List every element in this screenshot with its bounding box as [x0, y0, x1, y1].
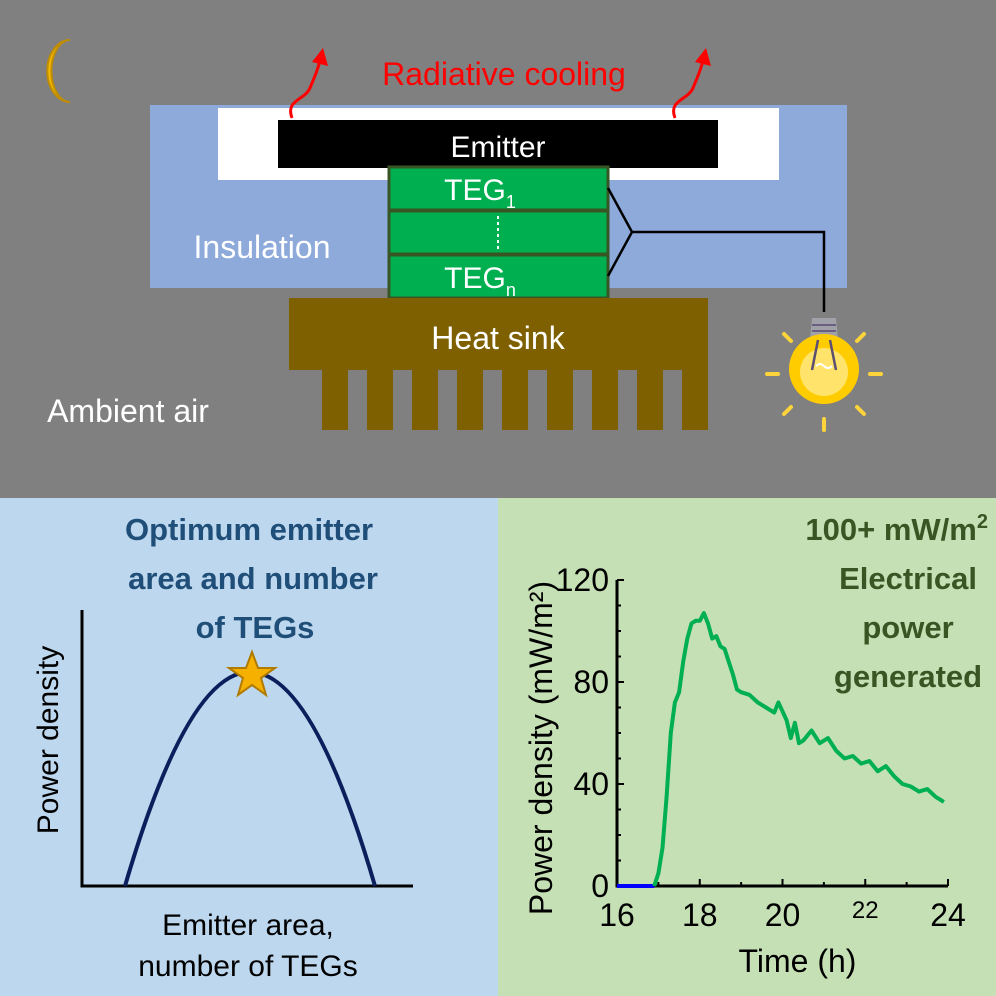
y-axis-label: Power density (mW/m²): [523, 581, 559, 915]
ambient-air-label: Ambient air: [47, 393, 209, 429]
radiative-cooling-label: Radiative cooling: [382, 56, 626, 92]
right-title-line: 100+ mW/m2: [805, 511, 988, 547]
left-xlabel-line: number of TEGs: [138, 950, 358, 983]
teg-n-label: TEGn: [444, 262, 516, 300]
y-tick-label: 80: [573, 664, 609, 700]
x-tick-label: 24: [930, 897, 966, 933]
x-tick-label: 20: [765, 897, 801, 933]
light-bulb-icon: [765, 318, 883, 432]
heat-sink: [289, 298, 708, 430]
teg-n: [387, 253, 610, 300]
series-line-power: [652, 611, 945, 887]
x-tick-label: 18: [682, 897, 718, 933]
left-title-line: of TEGs: [196, 610, 315, 645]
x-axis-label: Time (h): [739, 943, 857, 979]
right-title-line: generated: [834, 659, 982, 694]
y-tick-label: 120: [556, 562, 609, 598]
insulation-label: Insulation: [194, 229, 331, 265]
moon-icon: [46, 39, 71, 103]
arrow-head-icon: [695, 48, 711, 66]
right-title-line: Electrical: [839, 561, 977, 596]
teg-1-label: TEG1: [444, 174, 516, 212]
x-tick-label: 16: [599, 897, 635, 933]
cooling-arrow-left: [289, 59, 322, 119]
heat-sink-label: Heat sink: [431, 320, 565, 356]
left-axes: [80, 610, 413, 888]
left-ylabel: Power density: [32, 646, 65, 834]
optimum-star-icon: [225, 649, 279, 698]
left-title-line: Optimum emitter: [125, 512, 373, 547]
emitter: [278, 120, 718, 168]
arrow-head-icon: [312, 48, 328, 66]
emitter-label: Emitter: [450, 131, 545, 164]
y-tick-label: 40: [573, 766, 609, 802]
y-tick-label: 0: [591, 868, 609, 904]
wire: [606, 187, 826, 312]
right-title-line: power: [862, 610, 953, 645]
cooling-arrow-right: [672, 59, 705, 119]
left-xlabel-line: Emitter area,: [162, 909, 334, 942]
x-tick-label: 22: [852, 897, 879, 924]
left-title-line: area and number: [128, 561, 378, 596]
right-panel: [498, 498, 996, 996]
